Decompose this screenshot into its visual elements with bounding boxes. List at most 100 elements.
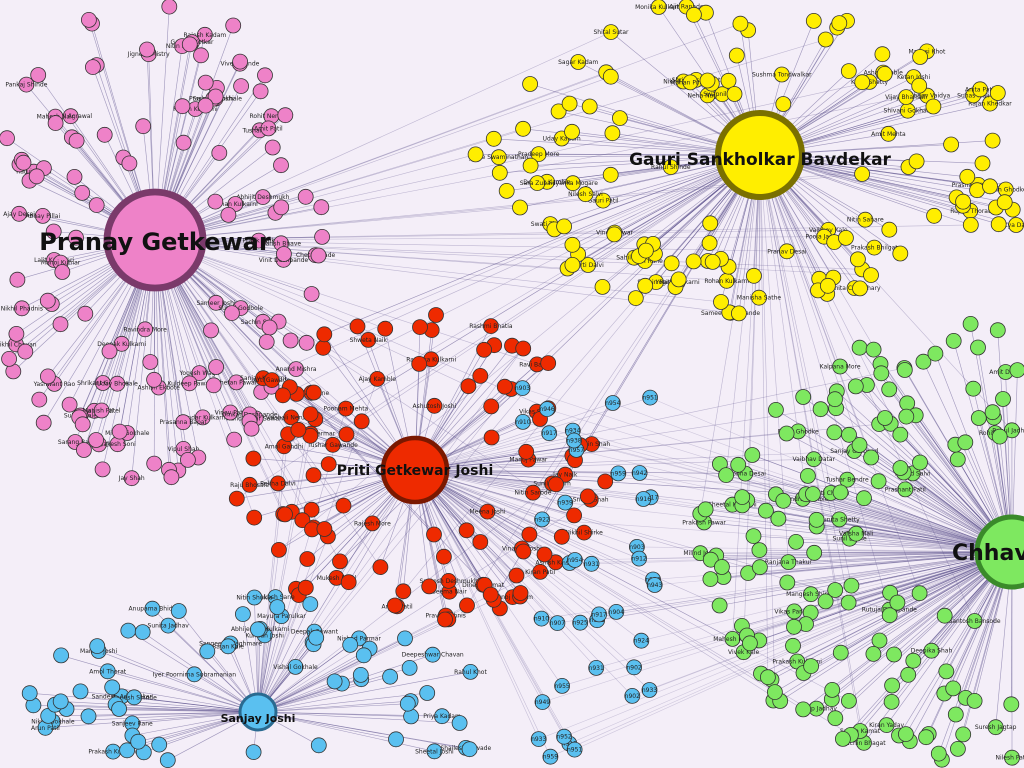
pranay-node[interactable]: [74, 416, 91, 433]
pranay-node[interactable]: [181, 375, 198, 392]
pranay-node[interactable]: [297, 188, 314, 205]
gauri-node[interactable]: [926, 207, 942, 224]
chhav-node[interactable]: [826, 424, 843, 441]
chhav-node[interactable]: [965, 380, 982, 397]
priti-node[interactable]: [597, 473, 614, 490]
chhav-node[interactable]: [788, 534, 804, 550]
pranay-node[interactable]: [282, 332, 299, 349]
gauri-node[interactable]: [603, 24, 619, 40]
chhav-node[interactable]: [848, 525, 865, 542]
sanjay-node[interactable]: [399, 695, 416, 712]
gauri-node[interactable]: [805, 12, 822, 29]
gauri-node[interactable]: [720, 72, 737, 89]
priti-node[interactable]: [440, 573, 457, 589]
gauri-node[interactable]: [989, 85, 1006, 101]
priti-node[interactable]: [360, 331, 377, 348]
chhav-node[interactable]: [786, 618, 802, 635]
sanjay-node[interactable]: [134, 624, 151, 640]
gauri-node[interactable]: [854, 74, 871, 91]
gauri-node[interactable]: [876, 66, 893, 82]
anonymous-node[interactable]: [556, 728, 572, 745]
chhav-node[interactable]: [851, 339, 868, 356]
priti-node[interactable]: [395, 583, 412, 600]
priti-node[interactable]: [315, 339, 332, 356]
chhav-node[interactable]: [856, 490, 872, 507]
priti-node[interactable]: [508, 567, 525, 584]
priti-node[interactable]: [369, 370, 386, 387]
chhav-node[interactable]: [970, 339, 986, 356]
chhav-node[interactable]: [843, 577, 860, 594]
chhav-node[interactable]: [897, 481, 914, 498]
gauri-node[interactable]: [522, 76, 538, 92]
priti-node[interactable]: [536, 546, 553, 563]
pranay-node[interactable]: [111, 423, 128, 440]
priti-node[interactable]: [364, 515, 381, 532]
gauri-node[interactable]: [564, 236, 581, 253]
gauri-node[interactable]: [866, 239, 883, 256]
priti-node[interactable]: [353, 413, 370, 430]
anonymous-node[interactable]: [588, 660, 605, 676]
anonymous-node[interactable]: [514, 380, 531, 397]
gauri-node[interactable]: [491, 164, 508, 181]
gauri-node[interactable]: [637, 277, 654, 294]
priti-node[interactable]: [332, 553, 348, 570]
hub-node-chhav[interactable]: [974, 514, 1024, 590]
pranay-node[interactable]: [34, 207, 51, 224]
chhav-node[interactable]: [995, 391, 1011, 407]
pranay-node[interactable]: [208, 294, 224, 311]
gauri-node[interactable]: [670, 271, 687, 288]
sanjay-node[interactable]: [426, 743, 443, 760]
sanjay-node[interactable]: [130, 733, 147, 750]
gauri-node[interactable]: [984, 132, 1001, 149]
gauri-node[interactable]: [912, 49, 928, 65]
sanjay-node[interactable]: [246, 589, 263, 606]
sanjay-node[interactable]: [388, 731, 404, 748]
chhav-node[interactable]: [780, 554, 797, 570]
pranay-node[interactable]: [61, 396, 78, 413]
priti-node[interactable]: [305, 384, 322, 401]
sanjay-node[interactable]: [159, 752, 176, 768]
anonymous-node[interactable]: [554, 678, 570, 694]
gauri-node[interactable]: [638, 242, 654, 259]
priti-node[interactable]: [476, 341, 493, 358]
priti-node[interactable]: [421, 578, 438, 595]
pranay-node[interactable]: [88, 197, 105, 214]
chhav-node[interactable]: [835, 731, 851, 747]
pranay-node[interactable]: [137, 321, 154, 338]
gauri-node[interactable]: [561, 95, 578, 112]
gauri-node[interactable]: [773, 66, 790, 83]
chhav-node[interactable]: [767, 684, 783, 700]
anonymous-node[interactable]: [572, 614, 589, 631]
chhav-node[interactable]: [936, 607, 953, 624]
priti-node[interactable]: [525, 484, 541, 501]
pranay-node[interactable]: [314, 228, 331, 245]
gauri-node[interactable]: [686, 6, 702, 23]
gauri-node[interactable]: [595, 192, 611, 209]
sanjay-node[interactable]: [382, 668, 399, 685]
chhav-node[interactable]: [795, 389, 812, 405]
anonymous-node[interactable]: [610, 465, 627, 482]
priti-node[interactable]: [335, 497, 352, 514]
priti-node[interactable]: [479, 503, 496, 520]
priti-node[interactable]: [337, 400, 354, 417]
gauri-node[interactable]: [831, 15, 848, 32]
sanjay-node[interactable]: [462, 664, 479, 680]
hub-node-sanjay[interactable]: [238, 692, 278, 732]
pranay-node[interactable]: [222, 404, 239, 421]
pranay-node[interactable]: [208, 359, 225, 375]
pranay-node[interactable]: [113, 335, 130, 352]
chhav-node[interactable]: [827, 391, 843, 408]
pranay-node[interactable]: [93, 402, 110, 419]
chhav-node[interactable]: [962, 315, 979, 332]
pranay-node[interactable]: [226, 431, 243, 448]
chhav-node[interactable]: [991, 428, 1008, 445]
chhav-node[interactable]: [786, 603, 803, 620]
gauri-node[interactable]: [685, 253, 702, 270]
gauri-node[interactable]: [874, 46, 891, 63]
pranay-node[interactable]: [181, 36, 198, 53]
chhav-node[interactable]: [770, 510, 787, 527]
gauri-node[interactable]: [713, 294, 729, 310]
chhav-node[interactable]: [884, 677, 900, 694]
pranay-node[interactable]: [257, 67, 273, 84]
sanjay-node[interactable]: [355, 647, 372, 664]
